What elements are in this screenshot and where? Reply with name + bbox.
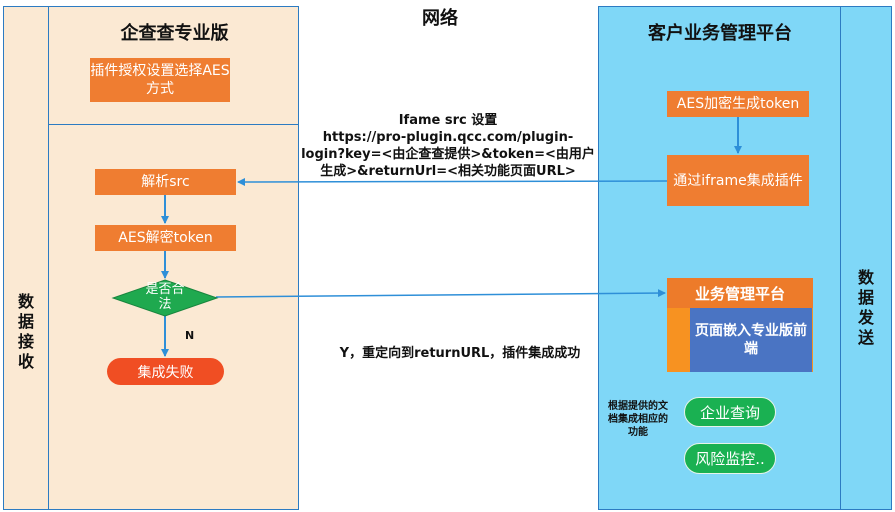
plugin-auth-setting-box: 插件授权设置选择AES方式 <box>90 58 230 102</box>
request-line-2: https://pro-plugin.qcc.com/plugin- <box>322 130 574 145</box>
network-title: 网络 <box>422 8 458 29</box>
request-line-1: Ifame src 设置 <box>398 113 498 128</box>
left-lane-divider <box>49 124 299 125</box>
arrow-iframe-to-parse <box>237 177 668 186</box>
success-redirect-text: Y，重定向到returnURL，插件集成成功 <box>339 346 581 361</box>
aes-decrypt-box: AES解密token <box>95 225 236 251</box>
embed-frontend-box: 页面嵌入专业版前端 <box>690 308 812 372</box>
right-lane-divider <box>840 6 841 510</box>
risk-monitor-pill: 风险监控.. <box>684 443 776 474</box>
integration-fail-terminal: 集成失败 <box>107 358 224 385</box>
decision-diamond <box>111 279 219 317</box>
data-receive-label: 数据接收 <box>17 292 34 371</box>
no-branch-label: N <box>185 329 195 342</box>
integration-note: 根据提供的文档集成相应的功能 <box>608 401 668 438</box>
business-platform-title: 业务管理平台 <box>667 278 813 308</box>
arrow-decision-to-platform <box>215 289 666 298</box>
parse-src-box: 解析src <box>95 169 236 195</box>
request-line-3: login?key=<由企查查提供>&token=<由用户 <box>301 147 595 162</box>
request-line-4: 生成>&returnUrl=<相关功能页面URL> <box>320 164 576 179</box>
decision-label: 是否合法 <box>145 282 185 312</box>
iframe-integration-box: 通过iframe集成插件 <box>667 155 809 206</box>
right-lane-title: 客户业务管理平台 <box>648 23 792 44</box>
data-send-label: 数据发送 <box>857 268 874 347</box>
left-lane-title: 企查查专业版 <box>120 23 229 44</box>
iframe-src-request-text: Ifame src 设置 https://pro-plugin.qcc.com/… <box>298 112 598 180</box>
left-label-column <box>3 6 49 510</box>
enterprise-query-pill: 企业查询 <box>684 397 776 427</box>
aes-generate-token-box: AES加密生成token <box>667 91 809 117</box>
